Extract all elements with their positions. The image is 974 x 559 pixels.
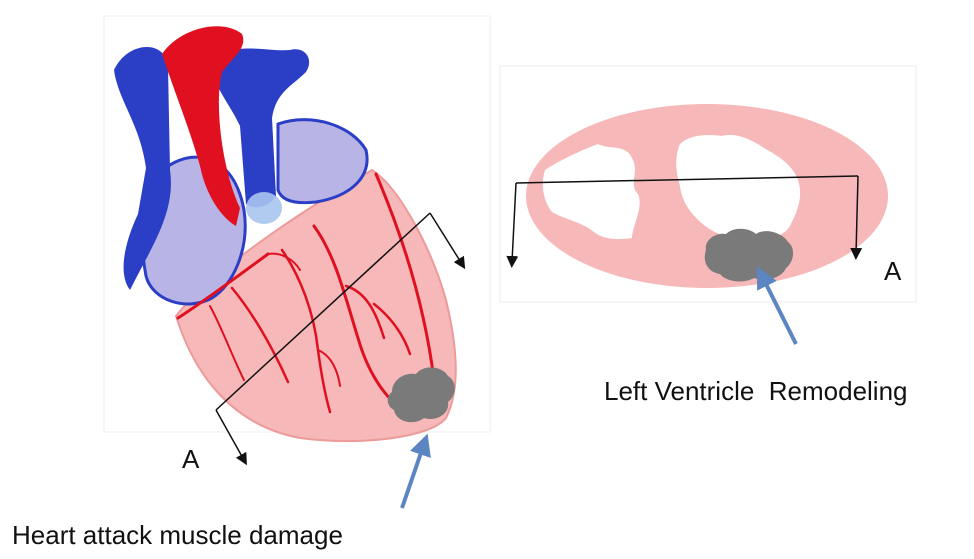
section-label-left: A bbox=[182, 446, 199, 472]
section-label-right: A bbox=[884, 258, 901, 284]
damage-patch-cross-section bbox=[705, 229, 793, 282]
remodeling-caption: Left Ventricle Remodeling bbox=[604, 378, 908, 404]
cross-section-illustration bbox=[526, 104, 888, 288]
pointer-arrow-damage bbox=[402, 444, 424, 508]
damage-caption: Heart attack muscle damage bbox=[12, 522, 343, 548]
valve-highlight bbox=[246, 192, 282, 224]
